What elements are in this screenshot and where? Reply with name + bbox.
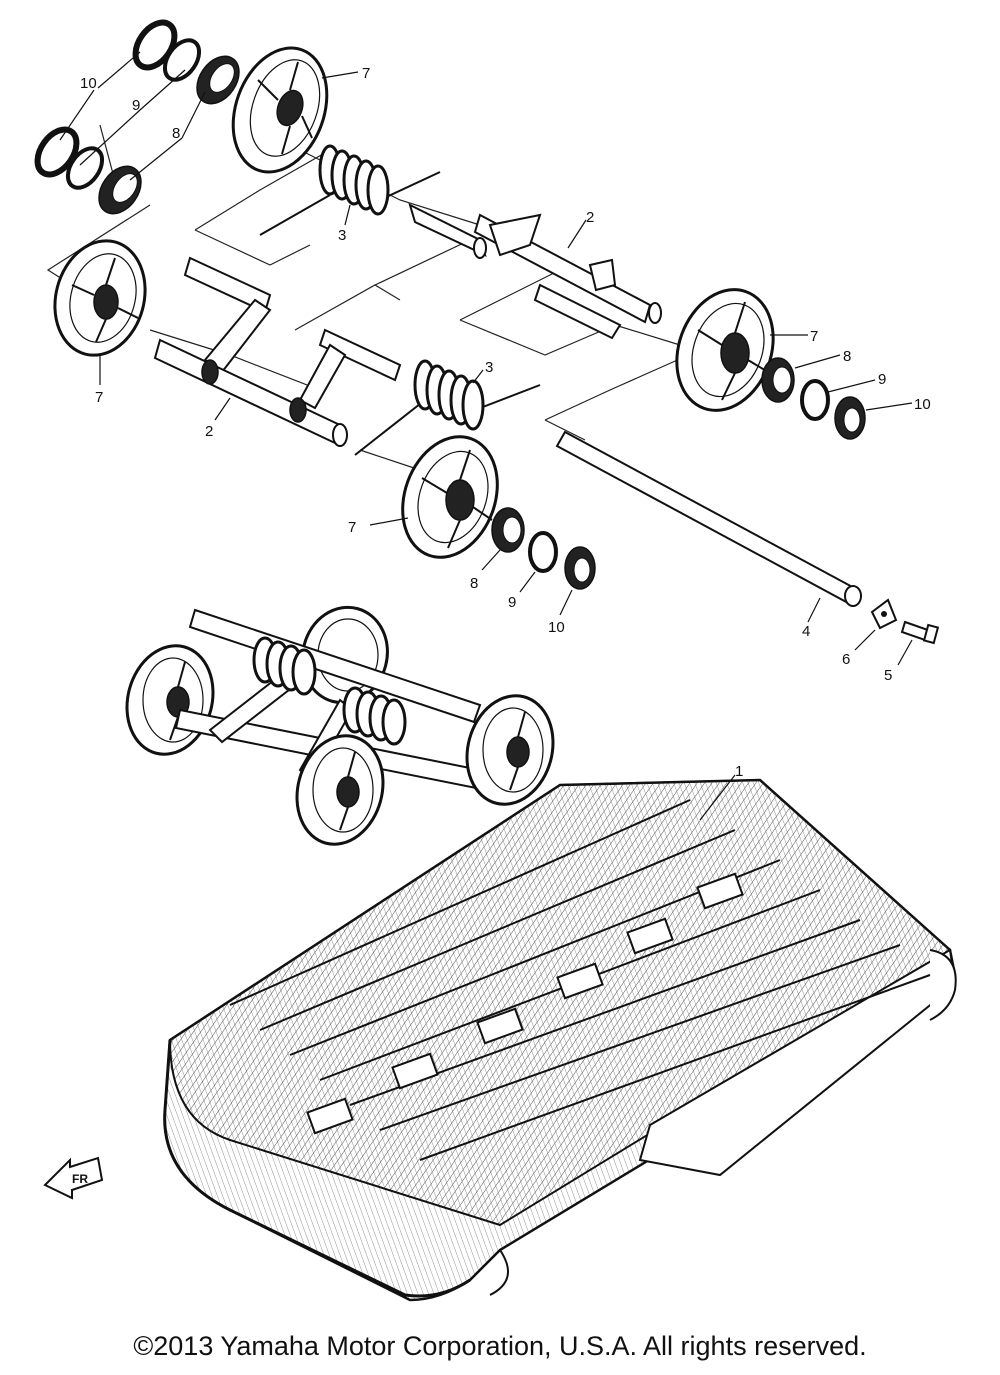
assembled-suspension — [125, 605, 555, 846]
bearing-8-right — [761, 357, 795, 403]
washer-9-upper — [162, 38, 202, 82]
callout-7-lower: 7 — [348, 519, 356, 536]
bolt-5 — [900, 620, 940, 645]
cap-10-right — [834, 396, 866, 440]
callout-3-lower: 3 — [485, 359, 493, 376]
callout-3-upper: 3 — [338, 227, 346, 244]
torsion-spring-3-upper — [259, 144, 441, 236]
idler-wheel-7-upper — [231, 46, 329, 174]
suspension-arm-2-lower — [153, 256, 402, 447]
bearing-8-upper — [196, 55, 240, 105]
washer-9-lower — [528, 531, 558, 573]
front-direction-arrow-icon: FR — [43, 1156, 104, 1200]
callout-10-top: 10 — [80, 75, 97, 92]
callout-8-lower: 8 — [470, 575, 478, 592]
plate-6 — [870, 598, 898, 630]
callout-7-right: 7 — [810, 328, 818, 345]
idler-wheel-7-right — [675, 288, 775, 412]
front-direction-label: FR — [72, 1172, 88, 1186]
callout-9-lower: 9 — [508, 594, 516, 611]
torsion-spring-3-lower — [354, 359, 541, 456]
callout-7-left: 7 — [95, 389, 103, 406]
cap-10-lower — [564, 546, 596, 590]
callout-8-right: 8 — [843, 348, 851, 365]
callout-10-lower: 10 — [548, 619, 565, 636]
callout-10-right: 10 — [914, 396, 931, 413]
callout-6: 6 — [842, 651, 850, 668]
callout-2-upper: 2 — [586, 209, 594, 226]
washer-9-left — [65, 146, 105, 190]
idler-wheel-7-lower — [401, 435, 499, 559]
copyright-notice: ©2013 Yamaha Motor Corporation, U.S.A. A… — [133, 1331, 867, 1361]
suspension-arm-2-upper — [408, 203, 662, 340]
callout-5: 5 — [884, 667, 892, 684]
callout-9-top: 9 — [132, 97, 140, 114]
callout-9-right: 9 — [878, 371, 886, 388]
seal-10-left — [34, 126, 80, 178]
bearing-8-left — [98, 165, 142, 215]
idler-wheel-7-left — [53, 239, 147, 357]
washer-9-right — [800, 379, 830, 421]
callout-8-top: 8 — [172, 125, 180, 142]
callout-7-upper: 7 — [362, 65, 370, 82]
callout-2-lower: 2 — [205, 423, 213, 440]
callout-4: 4 — [802, 623, 810, 640]
callout-1: 1 — [735, 763, 743, 780]
parts-diagram: 10 9 8 7 3 2 — [34, 19, 957, 1302]
bearing-8-lower — [491, 507, 525, 553]
shaft-4 — [555, 430, 862, 607]
track-1 — [163, 778, 957, 1302]
